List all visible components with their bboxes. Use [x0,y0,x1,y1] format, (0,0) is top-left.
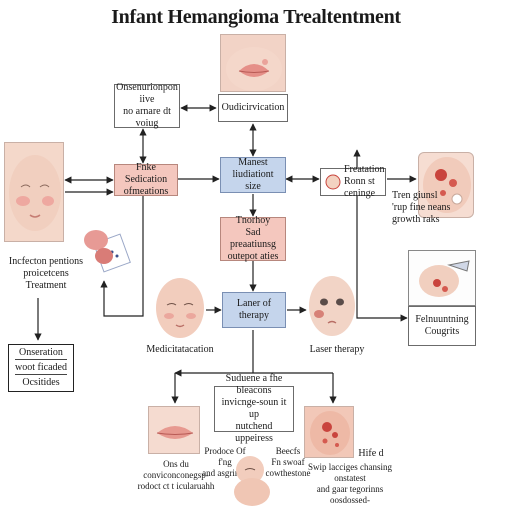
outcome-line-3: nutchend uppeiress [235,421,273,444]
bottom-left-caption-line-2: rodoct ct t icularuahh [137,481,215,491]
medication-box: Fnke Sedication ofmeations [114,162,178,197]
growth-note-line-3: growth raks [392,214,440,225]
bottom-left-caption-line-1: Ons du conviconconegsp- [143,459,209,480]
observation-line-2: woot ficaded [15,362,67,375]
follow-up-box: Felnuuntning Cougrits [408,306,476,346]
lesion-dot-icon [325,174,341,190]
baby-face-left [4,142,64,242]
bottom-mid-right-line-1: Beecfs [275,446,301,456]
follow-up-line-1: Felnuuntning [415,314,469,325]
bottom-mid-right-line-3: cowthestone [265,468,311,478]
growth-note-line-1: Tren giunsl [392,190,438,201]
follow-up-line-2: Cougrits [424,326,460,337]
bottom-left-caption: Ons du conviconconegsp- rodoct ct t icul… [130,459,222,492]
bottom-mid-left-line-2: and asgrinag [202,468,248,478]
arrow-pink-down-loop [100,196,144,317]
medication-line-2: Sedication [124,174,168,185]
growth-note: Tren giunsl 'rup fine neans growth raks [392,190,462,226]
bottom-right-caption-line-1: Swip lacciges chansing onstatest [308,462,392,483]
observation-line-1: Onseration [15,347,67,360]
size-assessment-line-1: Manest [238,157,268,168]
hemangioma-image-right [418,152,474,218]
size-assessment-line-2: liudiationt size [232,169,274,192]
lesion-image-bottom [304,406,354,458]
observation-box: Onseration woot ficaded Ocsitides [8,344,74,392]
top-note-line-1: Onsenurionpon iive [116,82,178,105]
baby-face-medication [154,276,206,340]
medication-line-3: ofmeations [123,186,169,197]
bottom-right-caption-line-2: and gaar tegorinns oosdossed- [316,484,384,505]
growth-note-line-2: 'rup fine neans [392,202,451,213]
baby-face-laser [307,274,357,338]
size-assessment-box: Manest liudiationt size [220,157,286,193]
laser-therapy-box: Laner of therapy [222,292,286,328]
outcome-line-1: Suduene a fhe bleacons [225,373,283,396]
right-treatment-line-2: Ronn st ceninge [344,176,376,199]
outcome-line-2: invicnge-soun it up [221,397,287,420]
treatment-plan-line-2: Sad preaatiunsg [229,227,277,250]
top-note-box: Onsenurionpon iive no arnare dt voiug [114,82,180,129]
outcome-box: Suduene a fhe bleacons invicnge-soun it … [214,373,294,444]
observation-line-3: Ocsitides [22,377,60,388]
right-treatment-box: Freatation Ronn st ceninge [320,164,386,199]
lips-image-bottom [148,406,200,454]
infection-note-line-2: proicetcens [23,268,69,279]
treatment-plan-line-3: outepot aties [227,251,279,262]
bottom-right-caption: Swip lacciges chansing onstatest and gaa… [300,462,400,506]
bottom-mid-left-caption: Prodoce Of f'ng and asgrinag [198,446,252,479]
procedure-image-right [408,250,476,306]
infection-note: Incfecton pentions proicetcens Treatment [2,256,90,292]
medication-pills-image [82,222,132,274]
bottom-mid-right-line-2: Fn swoaf [271,457,305,467]
top-center-box: Oudicirvication [218,94,288,122]
bottom-mid-right-caption: Beecfs Fn swoaf cowthestone [262,446,314,479]
diagram-title: Infant Hemangioma Trealtentment [111,6,401,28]
bottom-right-note: Hife d [358,448,384,459]
top-note-line-2: no arnare dt voiug [123,106,171,129]
bottom-mid-left-line-1: Prodoce Of f'ng [204,446,246,467]
medication-line-1: Fnke [136,162,156,173]
arrow-right-chain [356,196,408,322]
treatment-plan-box: Tnorhoy Sad preaatiunsg outepot aties [220,215,286,262]
infection-note-line-3: Treatment [25,280,67,291]
laser-label: Laser therapy [309,344,365,355]
baby-body-image [228,452,274,508]
infection-note-line-1: Incfecton pentions [8,256,84,267]
right-treatment-line-1: Freatation [344,164,385,175]
medication-label: Medicitatacation [146,344,214,355]
treatment-plan-line-1: Tnorhoy [235,215,271,226]
lips-image-top [220,34,286,92]
